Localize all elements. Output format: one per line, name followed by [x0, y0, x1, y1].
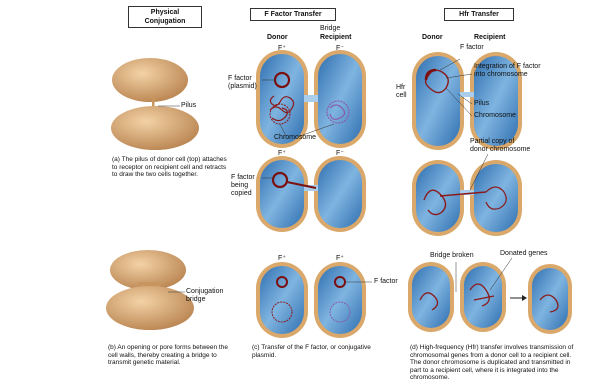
cell-pair-f-row2 [256, 156, 366, 232]
label-partial-copy: Partial copy of donor chromosome [470, 138, 530, 154]
label-bridge-broken: Bridge broken [430, 252, 474, 260]
label-f-plus-row3a: F⁺ [278, 255, 286, 263]
caption-d: (d) High-frequency (Hfr) transfer involv… [410, 344, 582, 382]
label-bridge: Bridge [320, 25, 340, 33]
label-f-factor-row3: F factor [374, 278, 398, 286]
cell-pair-hfr-row3 [408, 262, 572, 334]
label-integration: Integration of F factor into chromosome [474, 63, 541, 79]
caption-a: (a) The pilus of donor cell (top) attach… [112, 156, 230, 179]
bacterium-donor-top [112, 58, 188, 102]
cell-pair-hfr-row2 [412, 160, 522, 236]
label-f-factor-copied: F factor being copied [231, 174, 255, 198]
label-f-factor-plasmid: F factor (plasmid) [228, 75, 257, 91]
label-f-factor-hfr: F factor [460, 44, 484, 52]
label-f-plus-row1: F⁺ [278, 45, 286, 53]
label-f-plus-row3b: F⁺ [336, 255, 344, 263]
label-hfr-cell: Hfr cell [396, 84, 407, 100]
label-chromosome-hfr: Chromosome [474, 112, 516, 120]
label-recipient-hfr: Recipient [474, 34, 506, 42]
label-conjugation-bridge: Conjugation bridge [186, 288, 223, 304]
label-pilus-hfr: Pilus [474, 100, 489, 108]
label-f-plus-row2: F⁺ [278, 150, 286, 158]
cell-pair-f-row3 [256, 262, 366, 338]
label-f-minus-row2: F⁻ [336, 150, 344, 158]
label-pilus-physical: Pilus [181, 102, 196, 110]
label-donor-hfr: Donor [422, 34, 443, 42]
caption-b: (b) An opening or pore forms between the… [108, 344, 238, 367]
label-recipient-f: Recipient [320, 34, 352, 42]
label-donated-genes: Donated genes [500, 250, 547, 258]
label-f-minus-row1: F⁻ [336, 45, 344, 53]
label-chromosome-f: Chromosome [274, 134, 316, 142]
bacterium-recipient-bottom [111, 106, 199, 150]
label-donor-f: Donor [267, 34, 288, 42]
caption-c: (c) Transfer of the F factor, or conjuga… [252, 344, 372, 359]
